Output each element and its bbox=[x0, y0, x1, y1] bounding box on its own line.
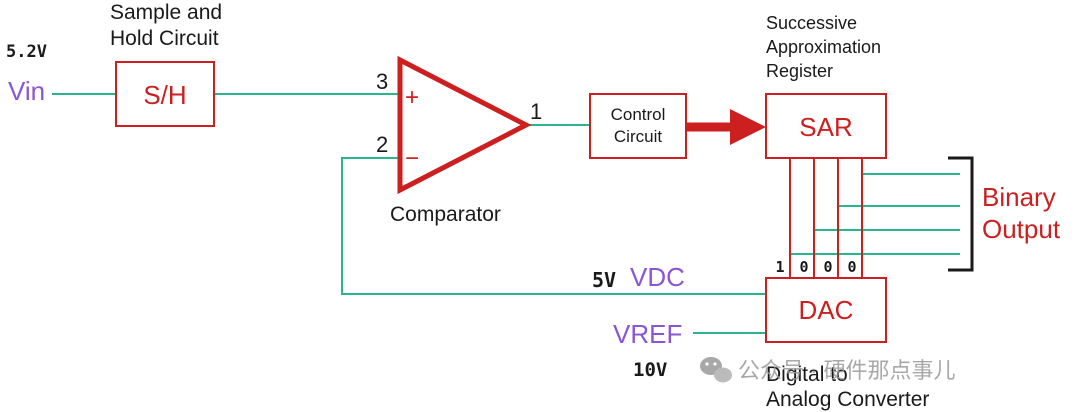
dac-block-label: DAC bbox=[799, 295, 854, 325]
minus-sign: − bbox=[405, 145, 419, 172]
pin3-label: 3 bbox=[376, 69, 388, 94]
bit-bus bbox=[789, 158, 863, 280]
dac-block bbox=[765, 277, 887, 343]
dac-title-line1: Digital to bbox=[766, 363, 848, 386]
wires bbox=[52, 93, 960, 334]
sar-title-line2: Approximation bbox=[766, 37, 881, 57]
sar-block-label: SAR bbox=[799, 112, 852, 142]
vdc-label: VDC bbox=[630, 262, 685, 292]
binary-output-line2: Output bbox=[982, 214, 1061, 244]
vref-voltage-label: 10V bbox=[633, 359, 667, 381]
sar-title-line1: Successive bbox=[766, 13, 857, 33]
sh-block bbox=[115, 61, 215, 127]
sar-title-line3: Register bbox=[766, 61, 833, 81]
bit-value-0: 1 bbox=[775, 258, 784, 276]
control-label-line2: Circuit bbox=[614, 127, 662, 146]
sar-block bbox=[765, 93, 887, 159]
binary-output-bracket bbox=[948, 156, 974, 272]
control-label-line1: Control bbox=[611, 105, 666, 124]
bit-value-3: 0 bbox=[847, 258, 856, 276]
wechat-icon bbox=[700, 357, 732, 383]
sh-block-label: S/H bbox=[143, 80, 186, 110]
watermark: 公众号 · 硬件那点事儿 bbox=[700, 357, 956, 383]
pin2-label: 2 bbox=[376, 132, 388, 157]
binary-output-line1: Binary bbox=[982, 182, 1056, 212]
feedback-wire bbox=[341, 157, 766, 295]
vin-voltage-label: 5.2V bbox=[6, 42, 47, 62]
bit-value-2: 0 bbox=[823, 258, 832, 276]
vin-label: Vin bbox=[8, 76, 45, 106]
bit-value-1: 0 bbox=[799, 258, 808, 276]
vref-label: VREF bbox=[613, 319, 682, 349]
sh-title-line1: Sample and bbox=[110, 1, 222, 24]
comparator-label: Comparator bbox=[390, 203, 501, 226]
control-circuit-block bbox=[589, 93, 687, 159]
dac-title-line2: Analog Converter bbox=[766, 388, 929, 411]
comparator-triangle bbox=[397, 55, 532, 195]
watermark-text: 公众号 · 硬件那点事儿 bbox=[738, 358, 956, 383]
sh-title-line2: Hold Circuit bbox=[110, 27, 219, 50]
pin1-label: 1 bbox=[530, 99, 542, 124]
plus-sign: + bbox=[405, 84, 419, 111]
vdc-voltage-label: 5V bbox=[592, 268, 616, 292]
